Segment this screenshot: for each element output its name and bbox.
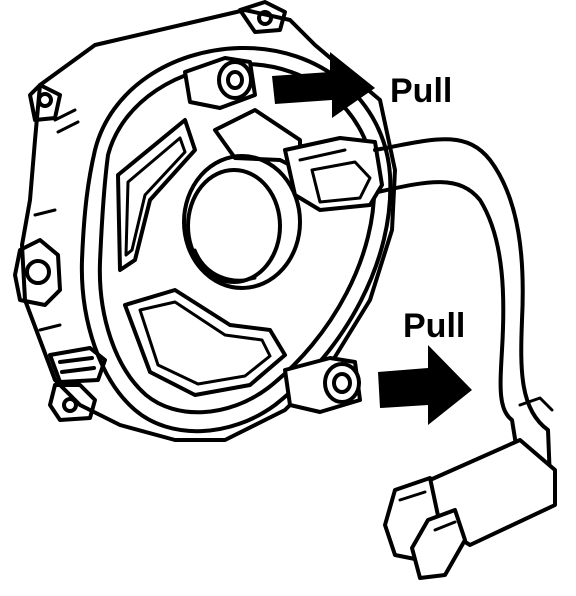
connector-housing-face — [310, 160, 372, 204]
ear-hole-top-left — [37, 92, 53, 108]
center-hole-inner — [186, 168, 282, 284]
window-bottom-inner — [138, 300, 272, 386]
boss-hole-left — [25, 259, 51, 285]
pull-label-upper: Pull — [390, 72, 452, 110]
connector-housing — [283, 136, 384, 212]
tab-hole-top — [257, 10, 273, 26]
pull-label-lower: Pull — [403, 307, 465, 345]
mounting-tab-top — [238, 0, 287, 34]
mounting-boss-left — [13, 238, 62, 307]
plug-connector — [383, 438, 557, 580]
window-left-inner — [124, 136, 187, 257]
mounting-ear-top-left — [28, 83, 62, 122]
lower-screw-boss — [283, 356, 362, 414]
upper-screw-boss — [183, 56, 257, 110]
locking-clip — [48, 346, 107, 384]
tab-hole-bottom-left — [62, 397, 78, 413]
wire-harness-inner — [376, 180, 522, 472]
center-hole-outer — [182, 154, 302, 290]
window-left — [116, 118, 197, 272]
window-bottom — [123, 288, 287, 397]
housing-back-plate — [20, 8, 397, 442]
wire-harness-outer — [373, 137, 552, 482]
pull-arrow-lower — [378, 345, 472, 425]
pull-arrow-upper — [272, 52, 375, 118]
housing-edge-details — [33, 108, 80, 332]
mounting-tab-bottom-left — [48, 383, 97, 422]
